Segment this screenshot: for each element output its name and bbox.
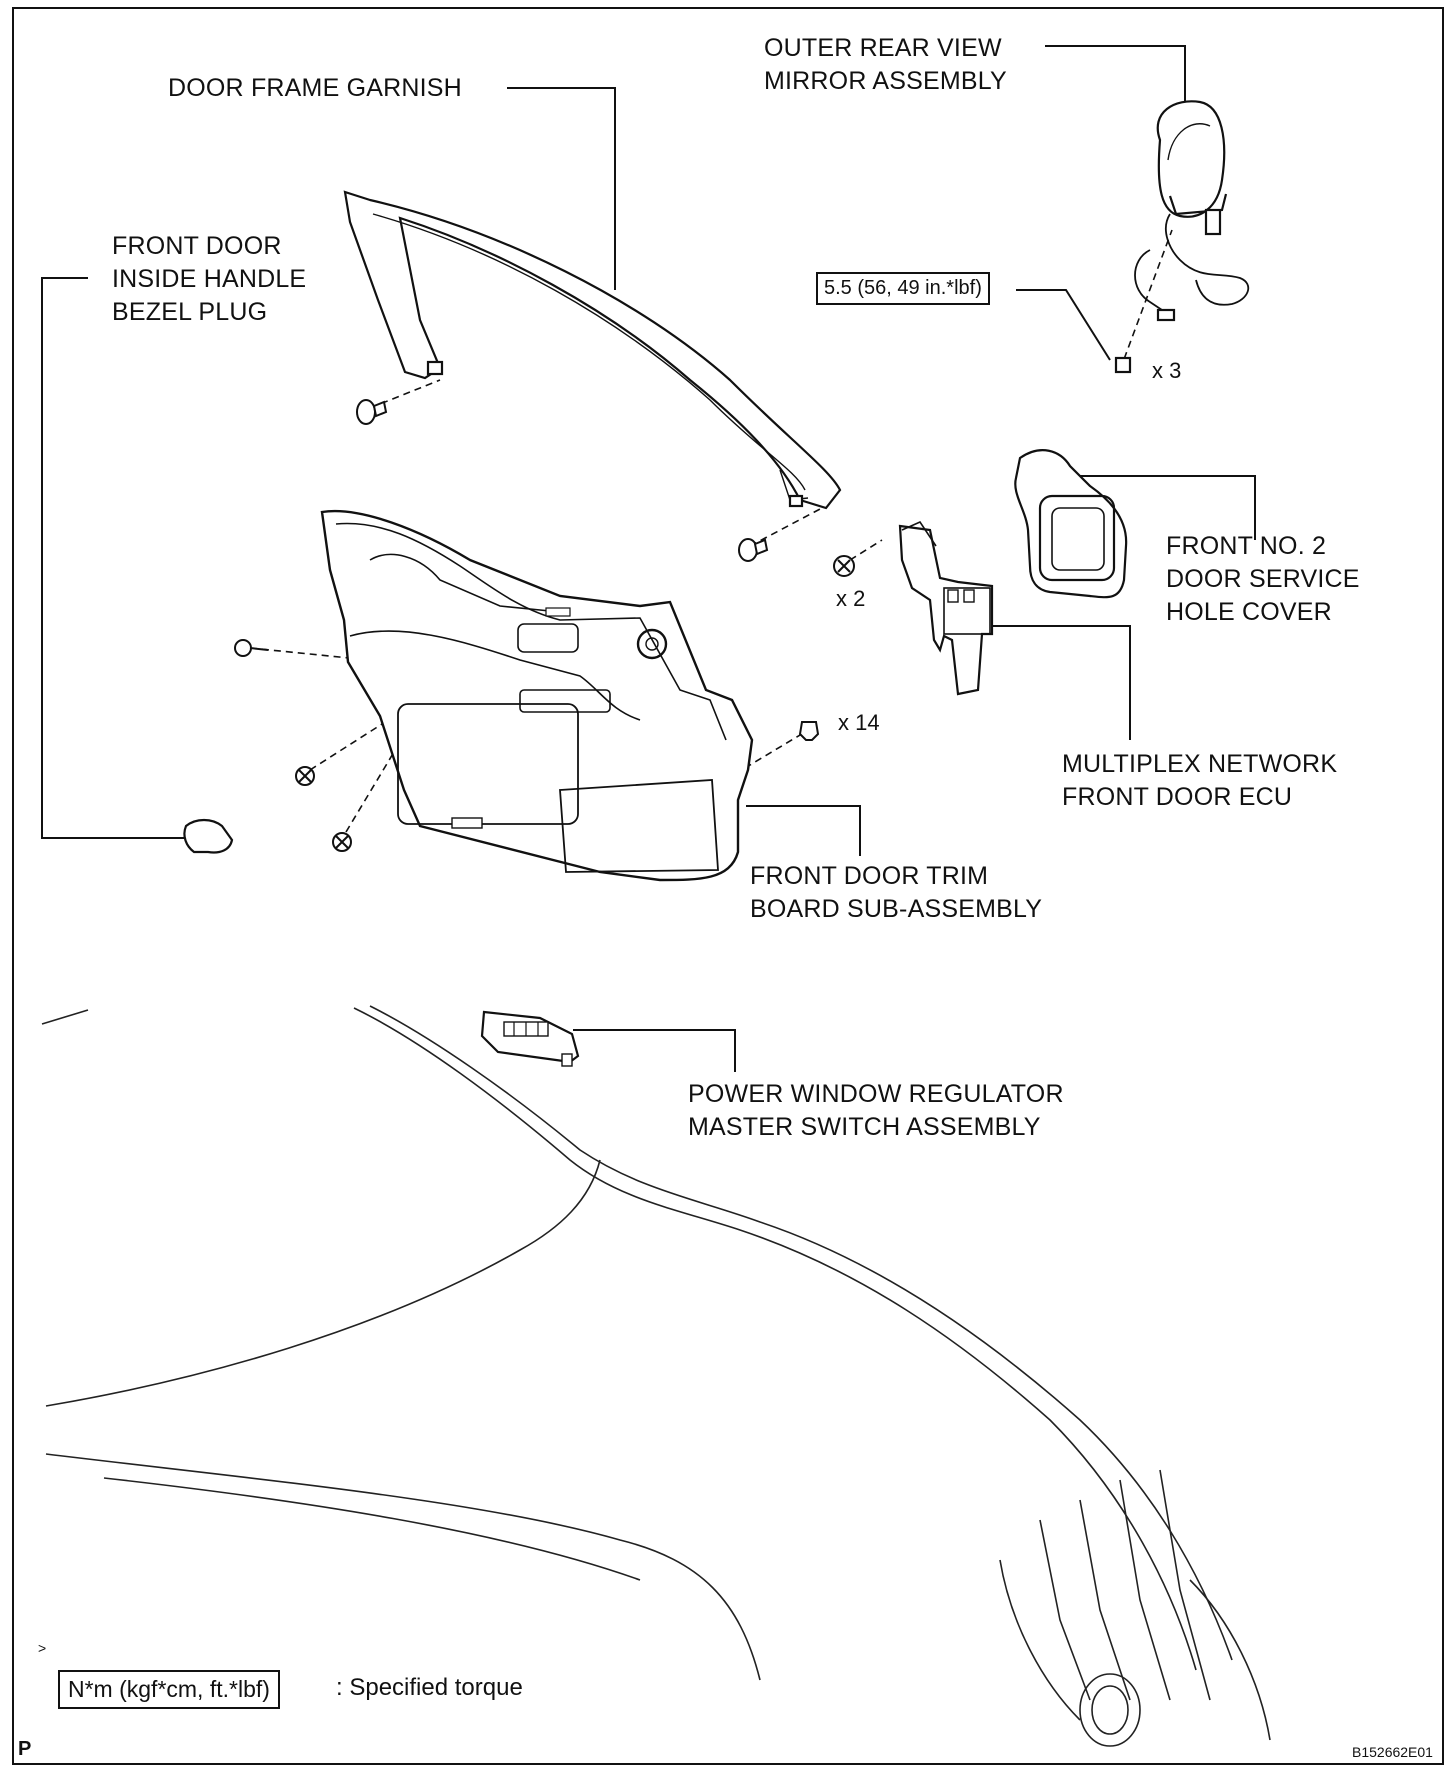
garnish-clips: [356, 399, 769, 562]
vehicle-body-outline: [41, 1005, 1271, 1747]
trim-fasteners: [234, 639, 820, 852]
bezel-plug-part: [183, 818, 234, 854]
label-line: MULTIPLEX NETWORK: [1062, 750, 1338, 778]
trim-board-part: [320, 509, 754, 882]
qty-ecu-screws: x 2: [836, 586, 866, 611]
legend-torque-box: N*m (kgf*cm, ft.*lbf): [58, 1670, 280, 1709]
label-door-frame-garnish: DOOR FRAME GARNISH: [168, 74, 462, 102]
leader-trim-board: [746, 805, 861, 856]
label-line: HOLE COVER: [1166, 598, 1332, 626]
leader-bezel-plug: [41, 277, 185, 839]
label-line: OUTER REAR VIEW: [764, 34, 1002, 62]
label-line: INSIDE HANDLE: [112, 265, 307, 293]
leader-lines: [41, 45, 1256, 1072]
label-multiplex-ecu: MULTIPLEX NETWORK FRONT DOOR ECU: [1062, 748, 1337, 814]
reference-code: B152662E01: [1352, 1744, 1433, 1760]
label-line: POWER WINDOW REGULATOR: [688, 1080, 1064, 1108]
label-master-switch: POWER WINDOW REGULATOR MASTER SWITCH ASS…: [688, 1078, 1064, 1144]
label-trim-board: FRONT DOOR TRIM BOARD SUB-ASSEMBLY: [750, 860, 1042, 926]
qty-trim-clips: x 14: [838, 710, 880, 735]
page-mark-p: P: [18, 1738, 32, 1760]
ecu-screw: [833, 555, 855, 577]
master-switch-part: [480, 1010, 580, 1067]
leader-torque-box: [1016, 289, 1111, 361]
door-frame-garnish-part: [343, 190, 842, 510]
label-outer-mirror: OUTER REAR VIEW MIRROR ASSEMBLY: [764, 32, 1007, 98]
label-line: MIRROR ASSEMBLY: [764, 67, 1007, 95]
label-bezel-plug: FRONT DOOR INSIDE HANDLE BEZEL PLUG: [112, 230, 306, 329]
leader-door-frame-garnish: [507, 87, 616, 290]
outer-mirror-part: [1114, 100, 1250, 374]
label-line: BOARD SUB-ASSEMBLY: [750, 895, 1043, 923]
leader-multiplex-ecu: [990, 625, 1131, 740]
diagram-frame: [12, 7, 1444, 1765]
label-line: FRONT DOOR ECU: [1062, 783, 1293, 811]
label-line: DOOR SERVICE: [1166, 565, 1360, 593]
corner-mark: >: [38, 1640, 47, 1656]
leader-outer-mirror: [1045, 45, 1186, 120]
label-line: MASTER SWITCH ASSEMBLY: [688, 1113, 1041, 1141]
multiplex-ecu-part: [898, 520, 994, 696]
label-service-hole-cover: FRONT NO. 2 DOOR SERVICE HOLE COVER: [1166, 530, 1360, 629]
label-line: BEZEL PLUG: [112, 298, 268, 326]
service-hole-cover-part: [1014, 449, 1128, 599]
leader-master-switch: [573, 1029, 736, 1072]
label-line: FRONT DOOR: [112, 232, 282, 260]
leader-service-hole-cover: [1067, 475, 1256, 540]
qty-mirror-nuts: x 3: [1152, 358, 1182, 383]
label-line: FRONT NO. 2: [1166, 532, 1327, 560]
torque-spec-box: 5.5 (56, 49 in.*lbf): [816, 272, 990, 305]
label-line: FRONT DOOR TRIM: [750, 862, 989, 890]
legend-text: : Specified torque: [336, 1674, 523, 1701]
